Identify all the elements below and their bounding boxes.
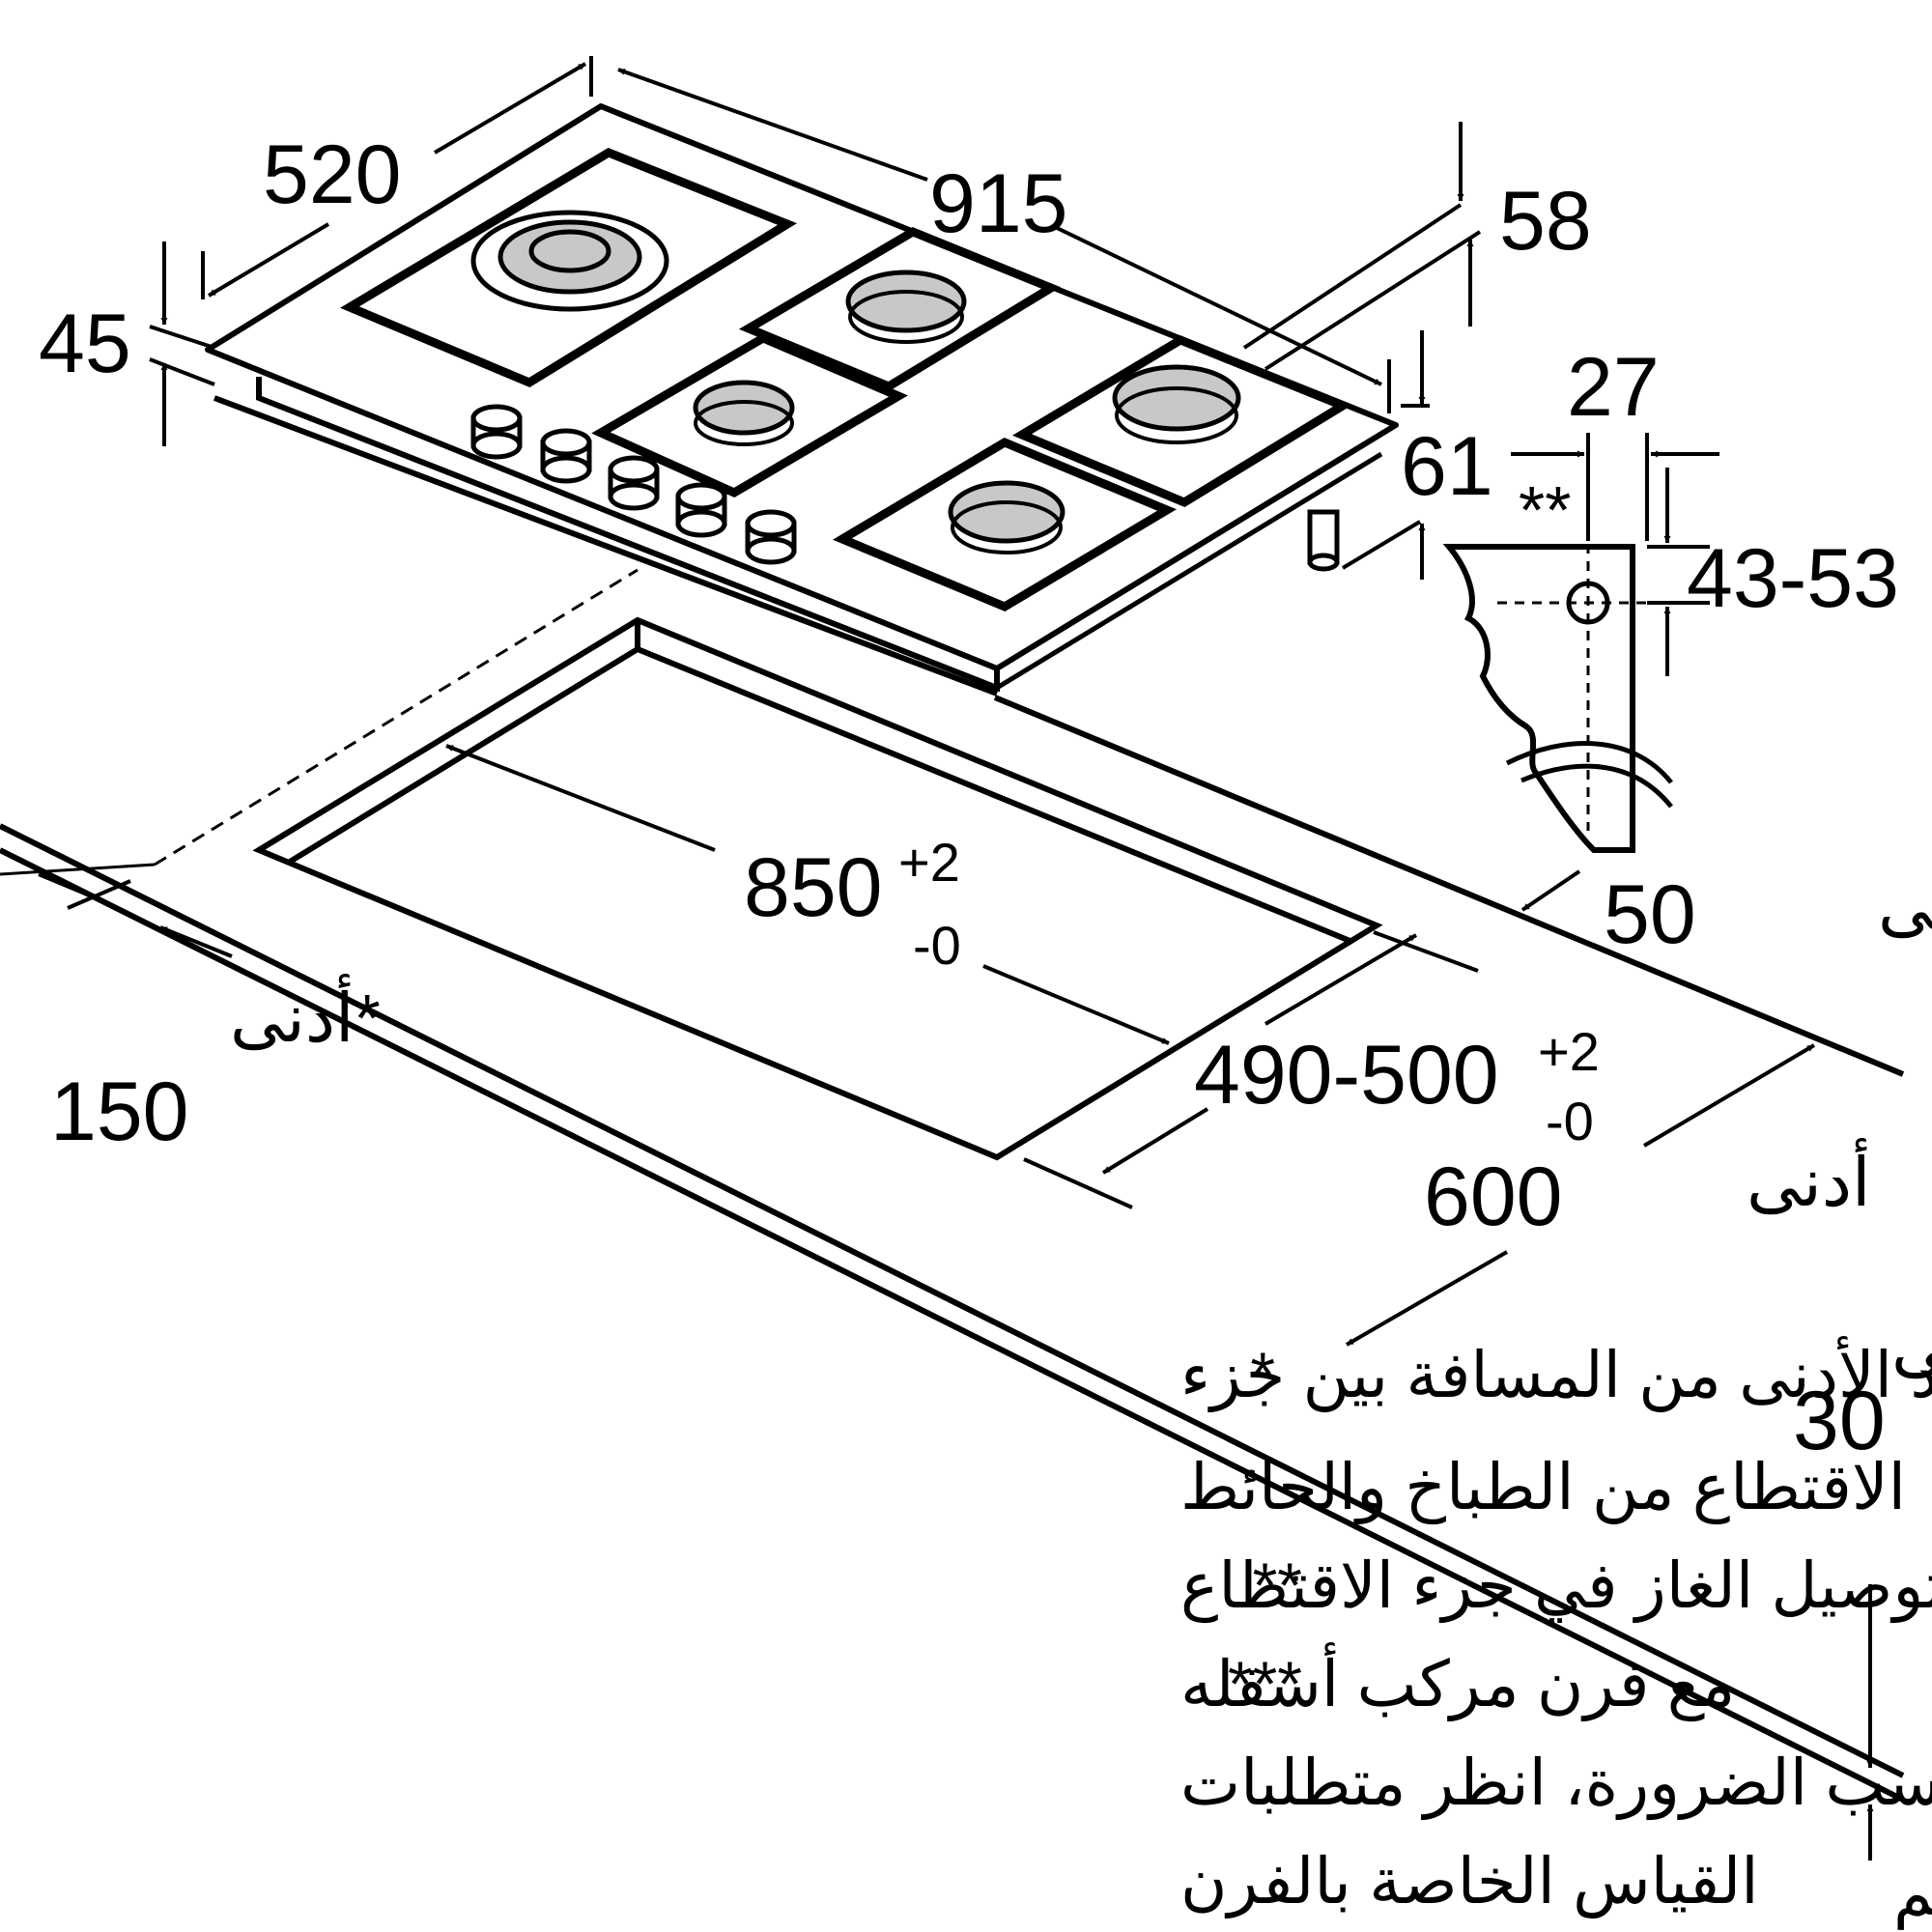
pan-support-back-right (738, 226, 1061, 392)
hob-body-edge (256, 377, 1000, 693)
dim-cutout-depth-tol-plus: +2 (1538, 1021, 1600, 1082)
wall-reference-line-lower (0, 863, 156, 876)
dim-width-label: 915 (929, 157, 1068, 250)
notes: * الحد الأدنى من المسافة بين جزء الاقتطا… (1180, 1335, 1932, 1919)
note-3-line-3: القياس الخاصة بالفرن (1180, 1845, 1759, 1919)
note-1-line-1: الحد الأدنى من المسافة بين جزء (1180, 1335, 1932, 1413)
dim-body-label: 61 (1401, 420, 1493, 513)
note-2-marker: ** (1253, 1549, 1302, 1621)
hob-front-rim (213, 395, 999, 696)
dim-cutout-width-label: 850 (744, 841, 883, 934)
countertop (0, 568, 1905, 1803)
note-3-line-1: مع فرن مركب أسفله (1180, 1641, 1735, 1722)
dim-depth-label: 520 (263, 128, 402, 221)
min-front-value: 600 (1424, 1151, 1563, 1243)
dim-cutout-width-tol-plus: +2 (898, 832, 960, 893)
countertop-back-edge (993, 695, 1905, 1077)
burner-wok (470, 210, 669, 312)
section-break-line-2 (1520, 763, 1673, 809)
min-back-label: أدنى (1878, 862, 1932, 944)
pan-support-front-right (833, 437, 1177, 612)
note-2-line-1: موضع توصيل الغاز في جزء الاقتطاع (1180, 1549, 1932, 1624)
cutout-inner (288, 620, 640, 865)
dim-gas-offset-label: 27 (1567, 341, 1660, 434)
knob-4-icon (675, 482, 727, 538)
min-wall-label: *أدنى (230, 974, 381, 1056)
knob-3-icon (608, 455, 660, 511)
dim-cutout-depth-label: 490-500 (1194, 1029, 1499, 1122)
hob-side-rim (995, 451, 1383, 691)
knob-1-icon (470, 404, 523, 460)
min-wall-value: 150 (50, 1065, 189, 1158)
dim-cutout-width-tol-minus: -0 (913, 915, 961, 976)
countertop-front-edge-bottom (0, 847, 1905, 1803)
units-caption: القياسات بالمم (1893, 1857, 1932, 1930)
note-3-marker: *** (1228, 1648, 1302, 1719)
pan-support-wok (340, 147, 797, 388)
section-break-line-1 (1505, 741, 1673, 784)
dim-cutout-depth-tol-minus: -0 (1546, 1091, 1594, 1151)
note-1-marker: * (1250, 1339, 1275, 1410)
cutout-outer (252, 616, 1383, 1161)
gas-position-marker: ** (1519, 472, 1571, 548)
dim-rim-label: 45 (39, 298, 131, 390)
burner-front-right (948, 480, 1065, 554)
cutout-inner-back (636, 646, 1354, 945)
burner-front-left (693, 380, 795, 446)
control-knobs (470, 404, 797, 565)
dimension-lines (38, 56, 1874, 1861)
countertop-front-edge-top (0, 823, 1905, 1778)
knob-5-icon (745, 509, 797, 565)
side-section-view (1442, 440, 1673, 853)
min-oven-label: ***أدنى (1891, 1302, 1932, 1384)
dim-gas-height-label: 43-53 (1687, 532, 1899, 625)
hob-top-surface (205, 103, 1399, 671)
section-profile (1442, 544, 1635, 853)
gas-connector-icon (1307, 509, 1340, 572)
pan-support-front-left (591, 332, 908, 498)
hob (205, 103, 1399, 696)
min-front-label: أدنى (1747, 1138, 1870, 1220)
min-back-value: 50 (1604, 868, 1696, 961)
wall-reference-line (154, 568, 639, 867)
note-3-line-2: أكبر بحسب الضرورة، انظر متطلبات (1180, 1740, 1932, 1821)
pan-support-back-far-right (1012, 334, 1352, 508)
knob-2-icon (540, 428, 592, 484)
dim-top-height-label: 58 (1499, 175, 1592, 268)
burner-back-right (845, 270, 967, 344)
burner-back-far-right (1112, 364, 1241, 444)
min-oven-value: 30 (1793, 1375, 1886, 1467)
note-1-line-2: الاقتطاع من الطباخ والحائط (1180, 1451, 1906, 1525)
